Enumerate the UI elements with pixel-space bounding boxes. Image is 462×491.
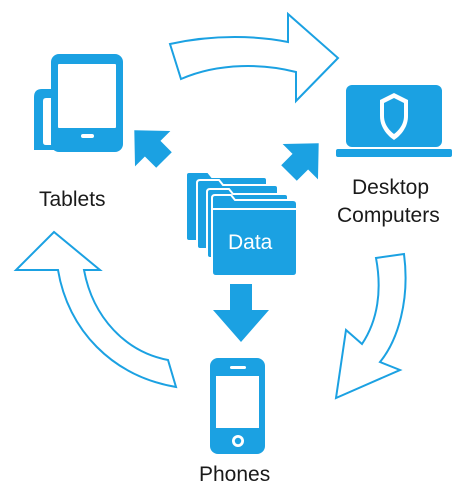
- arrow-to-phones: [213, 284, 269, 342]
- tablet-icon: [34, 54, 123, 152]
- arrow-to-desktop: [281, 143, 319, 181]
- tablets-label: Tablets: [39, 188, 106, 211]
- laptop-shield-icon: [336, 85, 452, 157]
- data-label: Data: [228, 231, 273, 254]
- cycle-arrow-left: [13, 230, 178, 389]
- arrow-to-tablets: [134, 130, 172, 168]
- folder-stack-icon: [185, 171, 298, 277]
- phones-label: Phones: [199, 463, 271, 486]
- smartphone-icon: [210, 358, 265, 454]
- cycle-arrow-top: [168, 11, 340, 104]
- desktop-label-line2: Computers: [337, 204, 440, 227]
- cycle-arrow-right: [334, 252, 407, 400]
- desktop-label-line1: Desktop: [352, 176, 430, 199]
